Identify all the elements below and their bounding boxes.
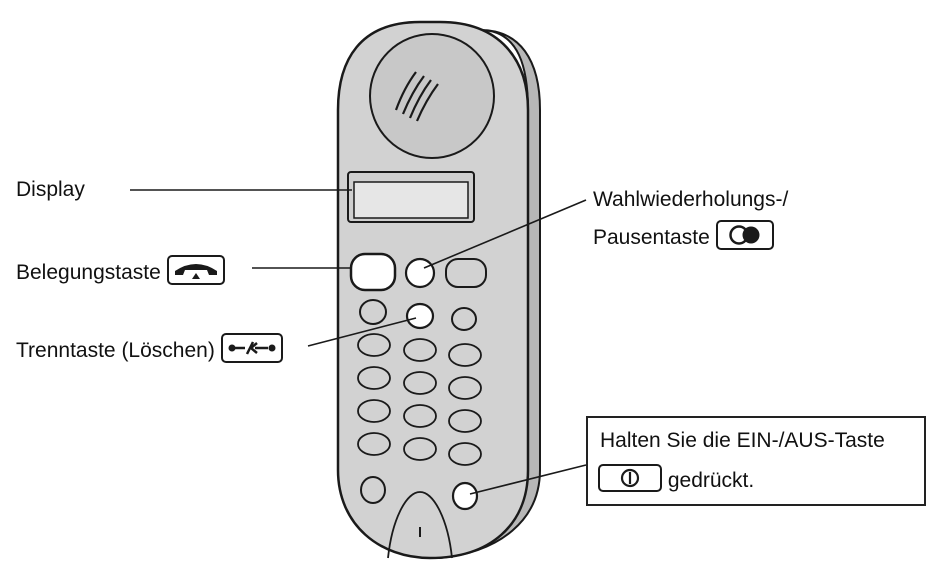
wahlwiederholung-label-line2: Pausentaste <box>593 220 774 257</box>
wahlwiederholung-label-line1: Wahlwiederholungs-/ <box>593 188 789 211</box>
redial-key[interactable] <box>404 257 436 289</box>
clear-key[interactable] <box>405 302 435 330</box>
redial-pause-icon <box>715 220 774 257</box>
microphone-arch <box>387 491 453 559</box>
clear-arrows-icon <box>220 333 283 370</box>
belegungstaste-label: Belegungstaste <box>16 255 225 292</box>
talk-key[interactable] <box>349 252 397 292</box>
trenntaste-label: Trenntaste (Löschen) <box>16 333 283 370</box>
belegungstaste-text: Belegungstaste <box>16 261 161 285</box>
trenntaste-text: Trenntaste (Löschen) <box>16 339 215 363</box>
handset-icon <box>166 255 225 292</box>
earpiece <box>369 33 495 159</box>
earpiece-slots <box>394 71 439 122</box>
power-key[interactable] <box>451 481 479 511</box>
note-line2: gedrückt. <box>598 464 754 499</box>
power-icon <box>598 464 662 499</box>
number-keypad <box>357 333 482 466</box>
right-function-key[interactable] <box>451 307 477 331</box>
display-label: Display <box>16 178 85 201</box>
bottom-left-key[interactable] <box>360 476 386 504</box>
leader-lines <box>130 189 587 495</box>
display-screen <box>353 181 469 219</box>
note-line1: Halten Sie die EIN-/AUS-Taste <box>600 429 885 452</box>
note-line2-text: gedrückt. <box>667 469 755 493</box>
power-key-note: Halten Sie die EIN-/AUS-Taste gedrückt. <box>586 416 926 506</box>
pausentaste-text: Pausentaste <box>593 226 710 250</box>
left-function-key[interactable] <box>359 299 387 325</box>
right-soft-key[interactable] <box>445 258 487 288</box>
